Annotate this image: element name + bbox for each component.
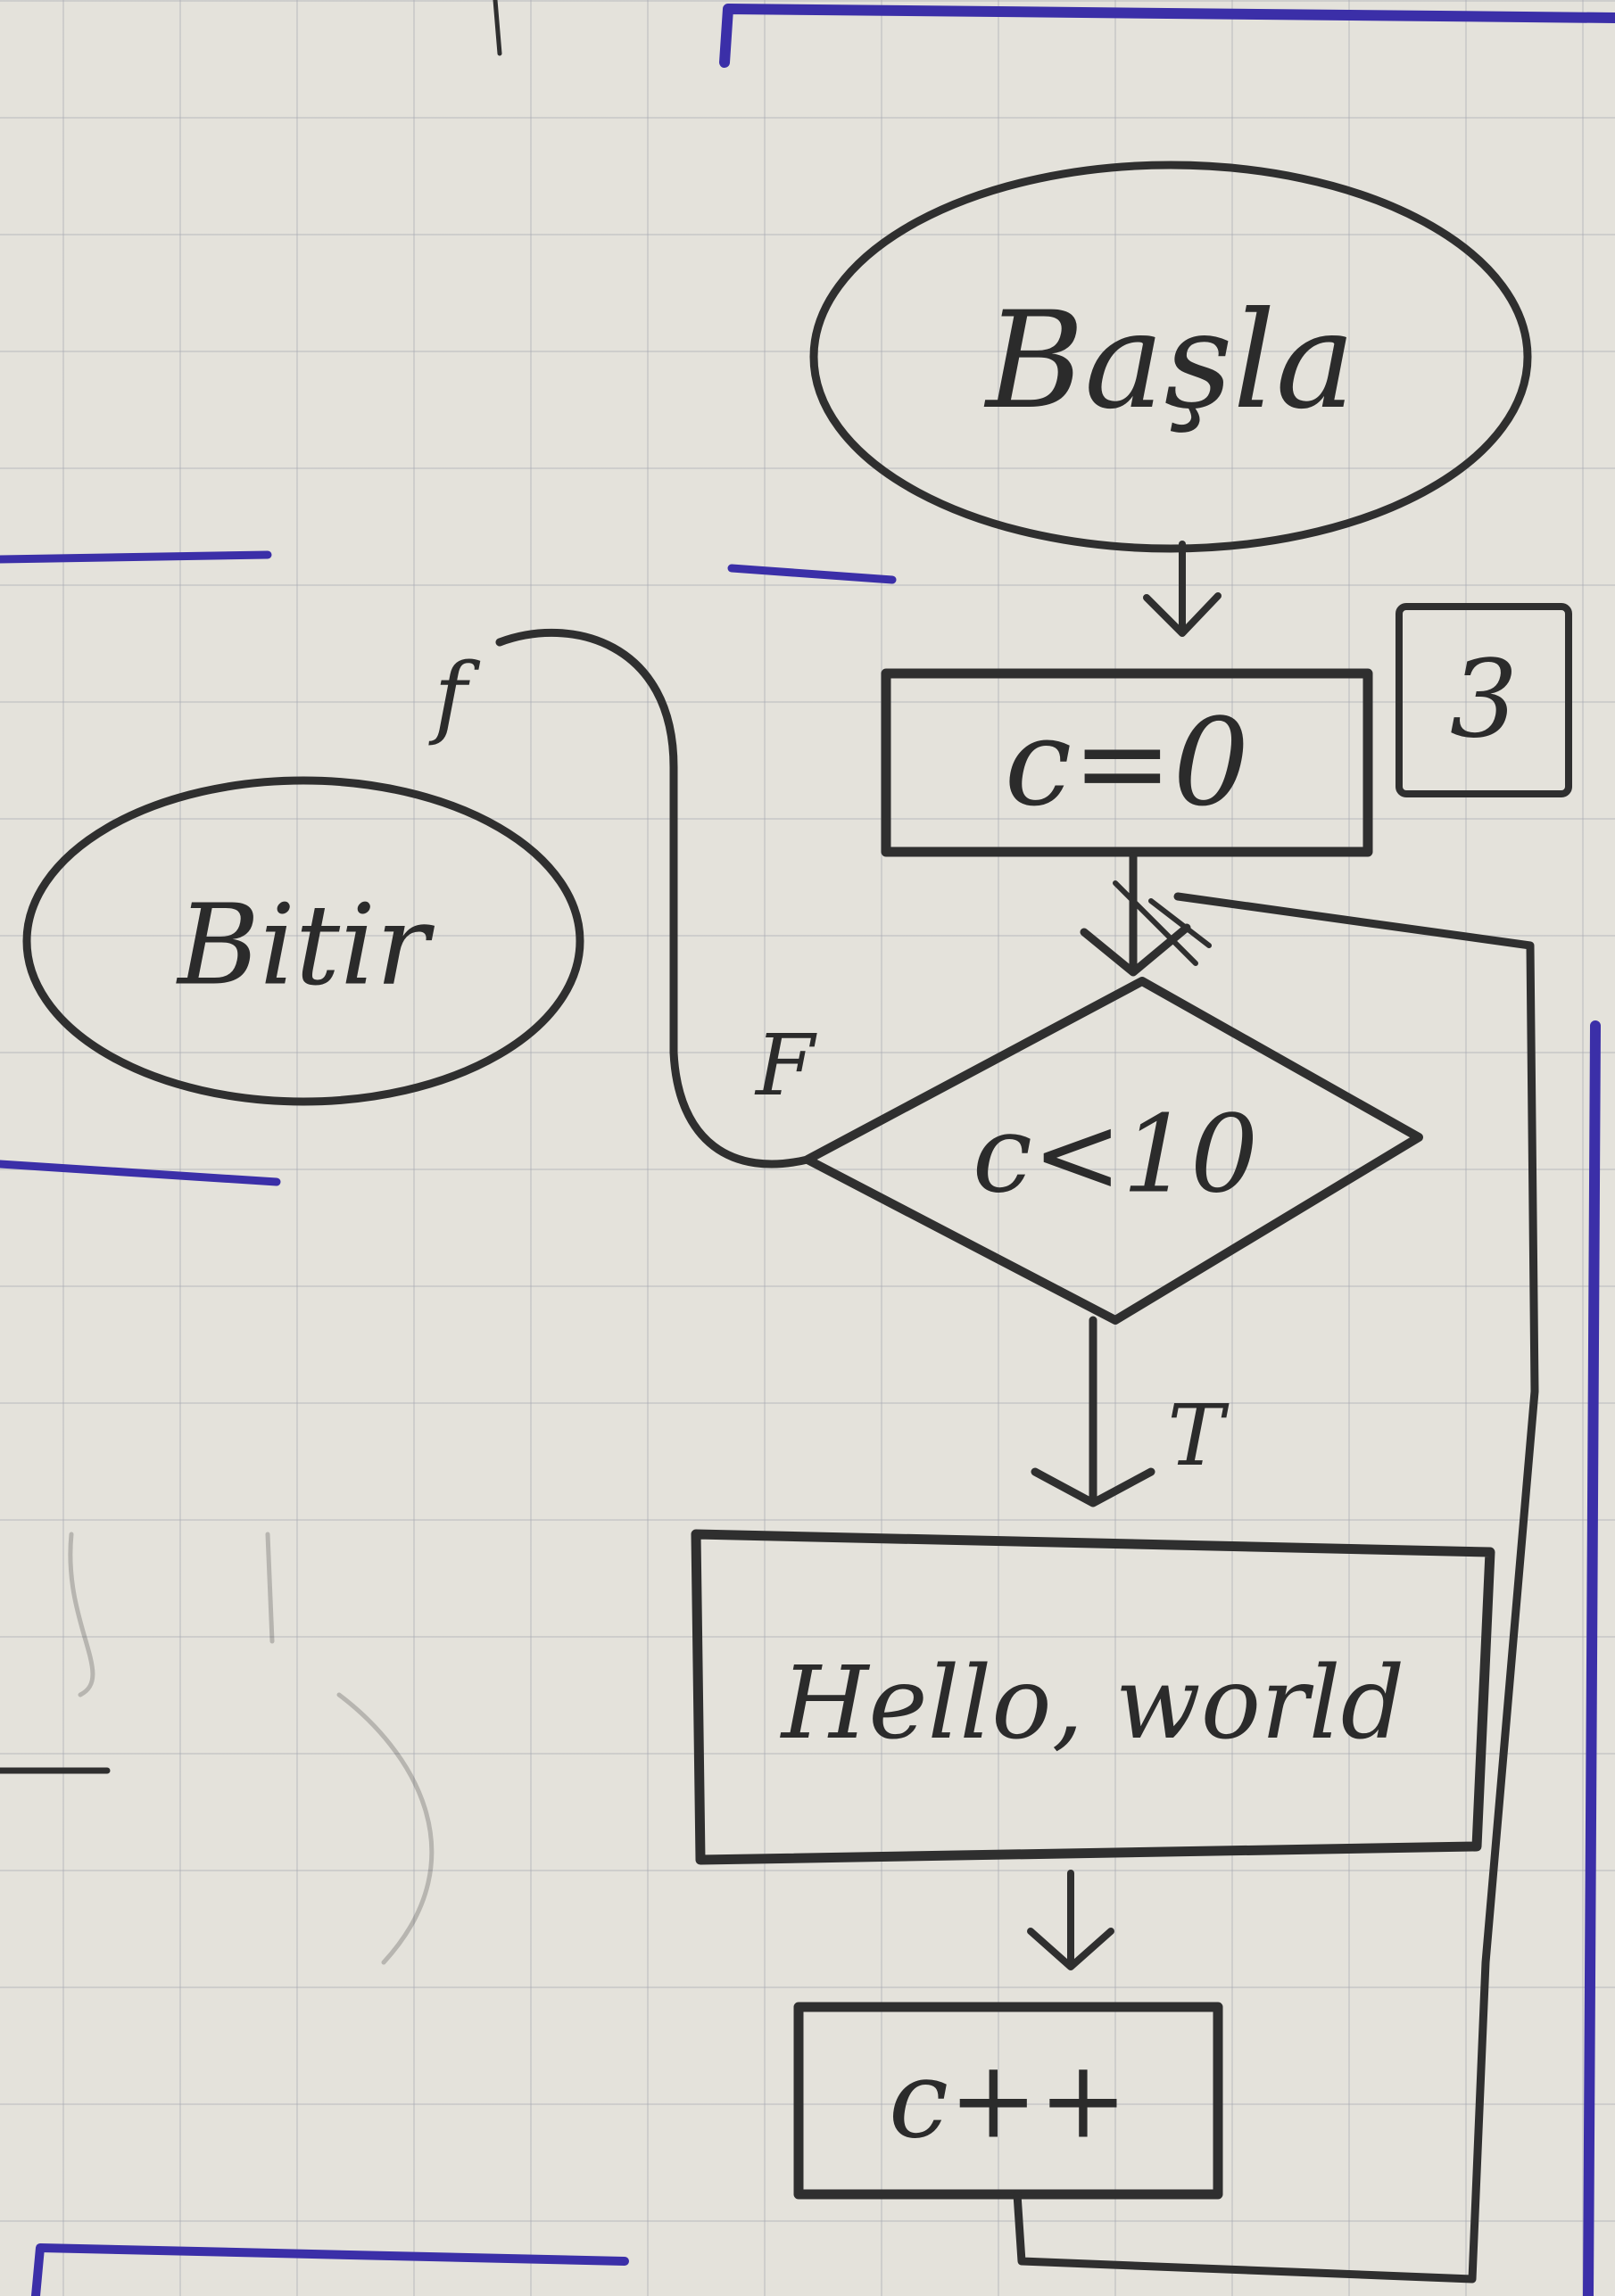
increment-process-box bbox=[793, 2002, 1223, 2200]
loop-back-connector bbox=[1013, 892, 1539, 2284]
arrow-init-to-condition bbox=[1080, 852, 1212, 977]
output-box bbox=[691, 1529, 1495, 1865]
false-branch-label: F bbox=[754, 1017, 817, 1115]
start-terminal-shape bbox=[809, 161, 1532, 553]
arrow-false-branch bbox=[495, 628, 812, 1169]
condition-decision-shape bbox=[803, 977, 1423, 1325]
note-box-label: 3 bbox=[1450, 639, 1518, 763]
init-process-label: c=0 bbox=[1005, 693, 1250, 833]
arrow-start-to-init bbox=[1143, 541, 1222, 637]
false-branch-label-small: f bbox=[427, 644, 480, 748]
arrow-output-to-increment bbox=[1027, 1870, 1114, 1970]
erased-pencil-marks bbox=[68, 1532, 435, 1965]
true-branch-label: T bbox=[1167, 1387, 1230, 1485]
output-box-label: Hello, world bbox=[780, 1646, 1405, 1762]
end-terminal-label: Bitir bbox=[176, 881, 435, 1011]
arrow-true-branch bbox=[1031, 1316, 1155, 1507]
note-box bbox=[1396, 603, 1572, 797]
start-terminal-label: Başla bbox=[983, 284, 1355, 439]
end-terminal-shape bbox=[22, 776, 584, 1106]
init-process-box bbox=[881, 668, 1373, 857]
increment-process-label: c++ bbox=[889, 2039, 1128, 2163]
condition-decision-label: c<10 bbox=[973, 1094, 1258, 1218]
